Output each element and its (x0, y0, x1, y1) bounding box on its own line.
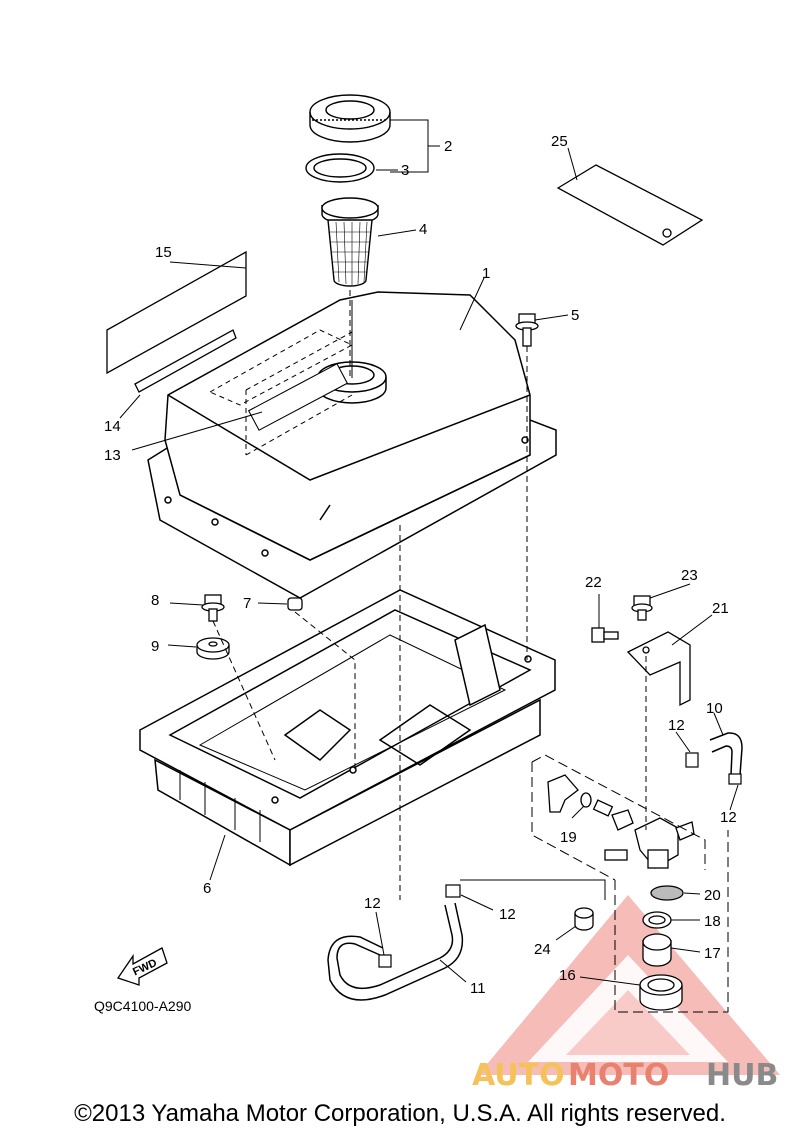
watermark-part-3: HUB (706, 1058, 778, 1093)
washer-9-drawing (196, 637, 230, 660)
fuel-cap-drawing (309, 94, 391, 143)
hose-10-drawing (709, 732, 743, 776)
callout-18: 18 (704, 913, 721, 930)
watermark-part-1: AUTO (472, 1058, 565, 1093)
copyright-notice: ©2013 Yamaha Motor Corporation, U.S.A. A… (74, 1100, 726, 1127)
callout-14: 14 (104, 418, 121, 435)
strainer-drawing (321, 197, 379, 287)
callout-9: 9 (151, 638, 159, 655)
label-15-drawing (106, 250, 247, 393)
callout-13: 13 (104, 447, 121, 464)
callout-7: 7 (243, 595, 251, 612)
seal-ring-drawing (305, 153, 375, 183)
callout-1: 1 (482, 265, 490, 282)
callout-3: 3 (401, 162, 409, 179)
callout-20: 20 (704, 887, 721, 904)
label-25-drawing (556, 164, 704, 246)
hose-11-drawing (327, 902, 464, 1001)
watermark-logo (478, 895, 780, 1075)
callout-6: 6 (203, 880, 211, 897)
clips-12-drawing (378, 752, 742, 968)
callout-8: 8 (151, 592, 159, 609)
fuel-tank-drawing (147, 291, 557, 599)
tray-drawing (139, 589, 556, 867)
callout-12-b: 12 (720, 809, 737, 826)
callout-23: 23 (681, 567, 698, 584)
assembly-dashed-outline (531, 754, 729, 1013)
callout-15: 15 (155, 244, 172, 261)
callout-10: 10 (706, 700, 723, 717)
bolt-22-drawing (591, 627, 619, 643)
callout-12-d: 12 (364, 895, 381, 912)
bolt-23-drawing (631, 595, 653, 621)
watermark-part-2: MOTO (568, 1058, 669, 1093)
callout-4: 4 (419, 221, 427, 238)
callout-21: 21 (712, 600, 729, 617)
callout-12-a: 12 (668, 717, 685, 734)
callout-2: 2 (444, 138, 452, 155)
callout-5: 5 (571, 307, 579, 324)
bolt-8-drawing (201, 594, 225, 622)
diagram-code: Q9C4100-A290 (94, 998, 192, 1014)
grommet-7-drawing (287, 597, 303, 611)
fwd-arrow-icon (116, 947, 168, 986)
callout-25: 25 (551, 133, 568, 150)
leader-lines (119, 119, 739, 986)
callout-numbers: 1 2 3 4 5 6 7 8 9 10 11 12 12 12 12 13 1… (104, 133, 737, 997)
watermark-text: AUTO MOTO HUB (472, 1058, 778, 1093)
callout-24: 24 (534, 941, 551, 958)
callout-11: 11 (470, 980, 486, 997)
callout-22: 22 (585, 574, 602, 591)
callout-12-c: 12 (499, 906, 516, 923)
filter-parts-drawing (574, 885, 684, 1011)
bracket-21-drawing (626, 631, 691, 707)
callout-19: 19 (560, 829, 577, 846)
callout-17: 17 (704, 945, 721, 962)
callout-16: 16 (559, 967, 576, 984)
fuel-cock-drawing (547, 774, 695, 869)
bolt-5-drawing (515, 313, 539, 347)
